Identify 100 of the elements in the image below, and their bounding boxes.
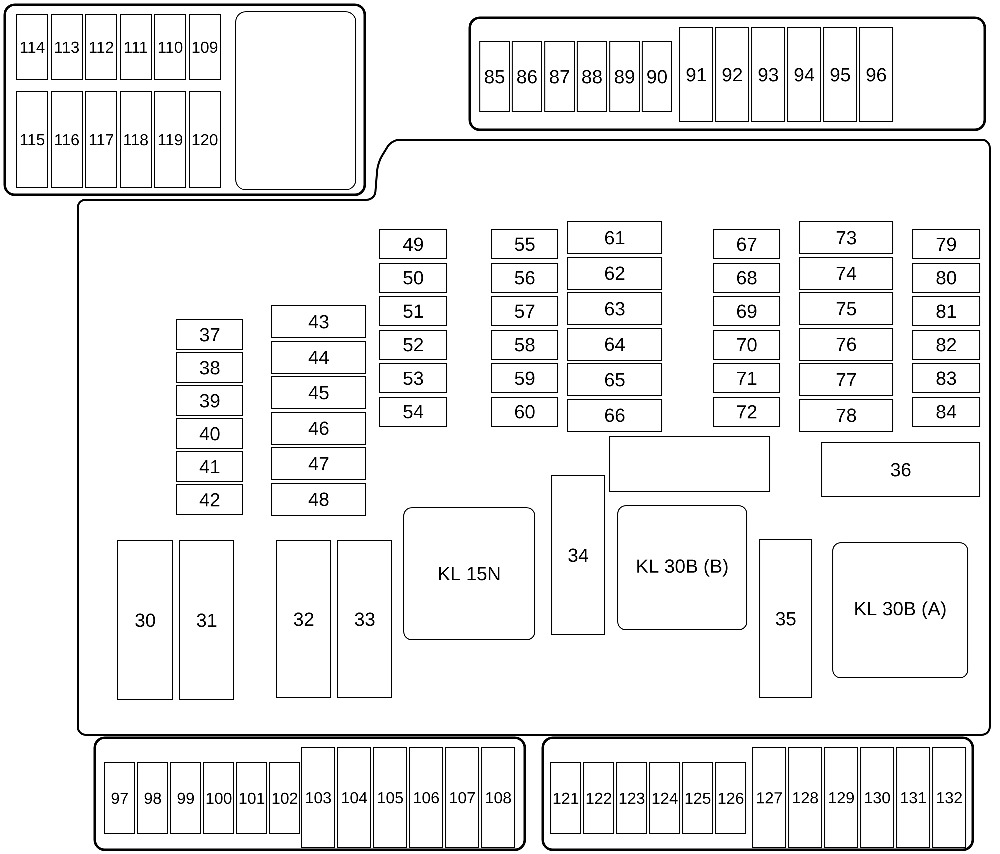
fuse: 90 [642, 42, 672, 112]
fuse: 59 [492, 364, 558, 394]
fuse: 73 [800, 222, 894, 254]
fuse: 68 [714, 263, 781, 293]
fuse: 127 [752, 748, 787, 848]
fuse: 41 [176, 452, 244, 482]
fuse: 34 [552, 476, 606, 636]
fuse: 112 [86, 14, 118, 80]
fuse: 48 [272, 483, 366, 516]
fuse: 102 [270, 762, 300, 834]
fuse: 55 [492, 230, 558, 260]
fuse: 86 [512, 42, 542, 112]
fuse: 89 [610, 42, 640, 112]
fuse-block [94, 736, 526, 852]
fuse: 71 [714, 364, 781, 394]
fuse: 122 [584, 762, 614, 834]
fuse: 35 [760, 540, 812, 698]
fuse: 101 [236, 762, 268, 834]
fuse: 45 [272, 376, 366, 410]
fuse: 94 [788, 28, 822, 122]
fuse: 130 [860, 748, 895, 848]
fuse: 39 [176, 386, 244, 416]
empty-slot [236, 12, 356, 190]
fuse: 126 [716, 762, 746, 834]
fuse: 103 [302, 748, 336, 848]
fuse: 79 [912, 230, 981, 260]
fuse: 129 [824, 748, 858, 848]
fuse: 32 [276, 540, 332, 698]
fuse: 74 [800, 257, 894, 290]
fuse: 61 [568, 222, 662, 254]
fuse: 87 [544, 42, 576, 112]
fuse: 128 [788, 748, 823, 848]
fuse: 78 [800, 399, 894, 432]
fuse: 85 [480, 42, 510, 112]
fuse: 31 [180, 540, 234, 700]
fuse: 113 [51, 14, 83, 80]
fuse: 108 [482, 748, 516, 848]
fuse: 82 [912, 330, 981, 360]
fuse: 47 [272, 448, 366, 480]
fuse: 120 [189, 92, 221, 188]
fuse: 96 [860, 28, 894, 122]
fuse: 91 [680, 28, 714, 122]
fuse: 114 [16, 14, 48, 80]
fuse: 50 [380, 263, 448, 293]
fuse: 37 [176, 320, 244, 350]
fuse: 125 [682, 762, 714, 834]
fuse: 116 [51, 92, 83, 188]
fuse: 49 [380, 230, 448, 260]
fuse: 54 [380, 397, 448, 427]
fuse: 119 [154, 92, 186, 188]
fuse: 40 [176, 418, 244, 450]
fuse: 81 [912, 296, 981, 326]
fuse: 115 [16, 92, 48, 188]
fuse: 117 [86, 92, 118, 188]
fuse: 67 [714, 230, 781, 260]
empty-slot [610, 436, 770, 492]
fuse: 100 [204, 762, 234, 834]
fuse: 51 [380, 296, 448, 326]
fuse-block [542, 736, 974, 852]
fuse: 43 [272, 306, 366, 338]
fuse: 121 [550, 762, 582, 834]
fuse: 53 [380, 364, 448, 394]
fuse: 52 [380, 330, 448, 360]
fuse: 70 [714, 330, 781, 360]
fuse: 63 [568, 292, 662, 326]
fuse: 69 [714, 296, 781, 326]
fuse: 66 [568, 399, 662, 432]
fuse: 65 [568, 364, 662, 396]
fuse: 83 [912, 364, 981, 394]
fuse: 131 [896, 748, 931, 848]
fuse: 77 [800, 364, 894, 396]
fuse: 104 [338, 748, 372, 848]
fuse-block [468, 16, 986, 132]
fuse: 33 [338, 540, 392, 698]
fuse: 111 [120, 14, 152, 80]
fuse: 92 [716, 28, 750, 122]
fuse: 105 [374, 748, 408, 848]
fuse: 84 [912, 397, 981, 427]
fuse: 124 [650, 762, 680, 834]
fuse: 95 [824, 28, 858, 122]
fuse: 42 [176, 484, 244, 516]
fuse: 98 [138, 762, 168, 834]
fuse: 107 [446, 748, 480, 848]
fuse: 36 [822, 442, 981, 498]
fuse: 38 [176, 352, 244, 384]
fuse: 110 [154, 14, 186, 80]
fuse: 64 [568, 328, 662, 361]
fuse: 106 [410, 748, 444, 848]
fuse: 44 [272, 341, 366, 374]
fuse: 58 [492, 330, 558, 360]
fuse: 109 [189, 14, 221, 80]
fuse: 62 [568, 257, 662, 290]
fuse: 30 [118, 540, 174, 700]
fuse: 57 [492, 296, 558, 326]
fuse: 75 [800, 292, 894, 326]
fuse-block [4, 4, 366, 196]
fuse: 118 [120, 92, 152, 188]
fuse: 72 [714, 397, 781, 427]
fuse: 93 [752, 28, 786, 122]
relay: KL 15N [404, 508, 536, 640]
